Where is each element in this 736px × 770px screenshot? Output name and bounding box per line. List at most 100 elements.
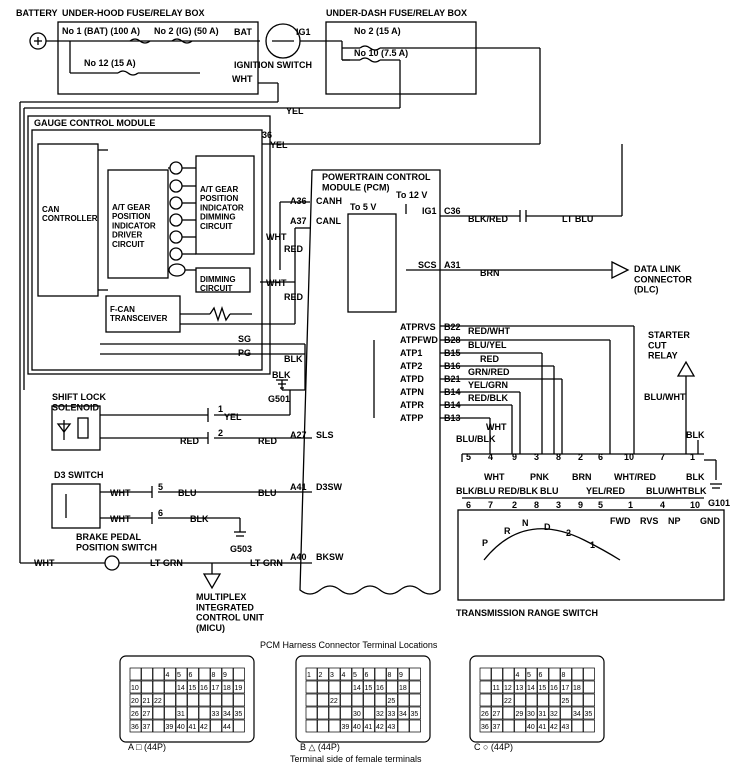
- connector-b-cell: [351, 680, 364, 694]
- connector-a-cell: [187, 706, 199, 720]
- connector-a-terminal: 40: [177, 724, 185, 731]
- connector-a-cell: [152, 719, 165, 733]
- connector-c-cell: [479, 680, 492, 694]
- connector-c-terminal: 35: [585, 711, 593, 718]
- d3-t6: 6: [158, 508, 163, 518]
- pcm-term-atp2: B16: [444, 361, 461, 371]
- connector-footer: Terminal side of female terminals: [290, 754, 422, 764]
- connector-a-cell: [233, 719, 245, 733]
- connector-b-cell: [397, 706, 410, 720]
- connector-a-terminal: 42: [200, 724, 208, 731]
- connector-a-terminal: 6: [189, 672, 193, 679]
- connector-b-cell: [340, 706, 352, 720]
- connector-c-cell: [583, 693, 595, 707]
- trs-bottom-term: 1: [628, 500, 633, 510]
- connector-b-terminal: 4: [342, 672, 346, 679]
- connector-c-cell: [571, 693, 584, 707]
- connector-b-cell: [409, 667, 421, 681]
- connector-c-terminal: 12: [504, 685, 512, 692]
- connector-c-cell: [583, 680, 595, 694]
- gcm-red2: RED: [284, 292, 304, 302]
- connector-b-cell: [328, 706, 341, 720]
- driver-circuit-box: [107, 169, 169, 279]
- yel-grn-label: YEL/GRN: [468, 380, 508, 390]
- connector-a-cell: [152, 706, 165, 720]
- connector-a-terminal: 18: [223, 685, 231, 692]
- trs-top-wire: BRN: [572, 472, 592, 482]
- connector-a-terminal: 10: [131, 685, 139, 692]
- trs-bottom-wire: BLK: [688, 486, 707, 496]
- connector-a-terminal: 21: [143, 698, 151, 705]
- d3-wht: WHT: [110, 488, 131, 498]
- connector-b-cell: [374, 706, 387, 720]
- connector-b-cell: [305, 693, 318, 707]
- d3-blu: BLU: [178, 488, 197, 498]
- a36-label: A36: [290, 196, 307, 206]
- connector-c-terminal: 41: [539, 724, 547, 731]
- connector-a-cell: [141, 667, 153, 681]
- connector-a-cell: [175, 667, 188, 681]
- connector-c-cell: [491, 706, 503, 720]
- connector-b-terminal: 18: [399, 685, 407, 692]
- connector-c-terminal: 22: [504, 698, 512, 705]
- connector-a-cell: [210, 680, 222, 694]
- connector-c-cell: [525, 667, 538, 681]
- connector-b-cell: [305, 667, 318, 681]
- can-controller-box: [37, 143, 99, 297]
- trs-bottom-term: 5: [598, 500, 603, 510]
- battery-label: BATTERY: [16, 8, 58, 18]
- connector-c-cell: [479, 719, 492, 733]
- trs-top-term: 4: [488, 452, 493, 462]
- connector-c-cell: [491, 693, 503, 707]
- pcm-term-atpfwd: B28: [444, 335, 461, 345]
- connector-c-cell: [583, 706, 595, 720]
- connector-b-cell: [340, 680, 352, 694]
- connector-a-cell: [221, 719, 234, 733]
- connector-a-cell: [129, 667, 142, 681]
- connector-c-cell: [514, 693, 526, 707]
- sls-label: SLS: [316, 430, 334, 440]
- trs-bottom-wire: BLU/WHT: [646, 486, 688, 496]
- connector-b-terminal: 25: [388, 698, 396, 705]
- trs-bottom-term: 2: [512, 500, 517, 510]
- connector-c-cell: [479, 667, 492, 681]
- connector-a-terminal: 15: [189, 685, 197, 692]
- connector-a-terminal: 27: [143, 711, 151, 718]
- connector-a-cell: [129, 719, 142, 733]
- trs-top-term: 7: [660, 452, 665, 462]
- connector-c-cell: [583, 667, 595, 681]
- d3-blk: BLK: [190, 514, 209, 524]
- connector-a-cell: [233, 667, 245, 681]
- shift-t1: 1: [218, 404, 223, 414]
- trs-top-term: 8: [556, 452, 561, 462]
- red-blk-label: RED/BLK: [468, 393, 508, 403]
- brake-wht: WHT: [34, 558, 55, 568]
- connector-a-terminal: 44: [223, 724, 231, 731]
- connector-a-cell: [221, 680, 234, 694]
- wire-wht: WHT: [232, 74, 253, 84]
- connector-b-terminal: 33: [388, 711, 396, 718]
- connector-c-cell: [560, 706, 572, 720]
- connector-b-terminal: 8: [388, 672, 392, 679]
- connector-a-cell: [233, 693, 245, 707]
- connector-a-cell: [221, 693, 234, 707]
- connector-b-terminal: 5: [353, 672, 357, 679]
- connector-a-cell: [141, 719, 153, 733]
- connector-c-cell: [537, 680, 549, 694]
- trs-top-term: 6: [598, 452, 603, 462]
- trs-bottom-term: 4: [660, 500, 665, 510]
- pcm-term-atpp: B13: [444, 413, 461, 423]
- connector-a-shell: [119, 655, 255, 743]
- connector-b-cell: [305, 680, 318, 694]
- trs-top-wire: PNK: [530, 472, 550, 482]
- connector-b-terminal: 14: [353, 685, 361, 692]
- connector-c-cell: [502, 693, 515, 707]
- trs-top-term: 3: [534, 452, 539, 462]
- underhood-box-label: UNDER-HOOD FUSE/RELAY BOX: [62, 8, 205, 18]
- connector-c-cell: [571, 706, 584, 720]
- pcm-pin-atp2: ATP2: [400, 361, 422, 371]
- connector-c-cell: [560, 719, 572, 733]
